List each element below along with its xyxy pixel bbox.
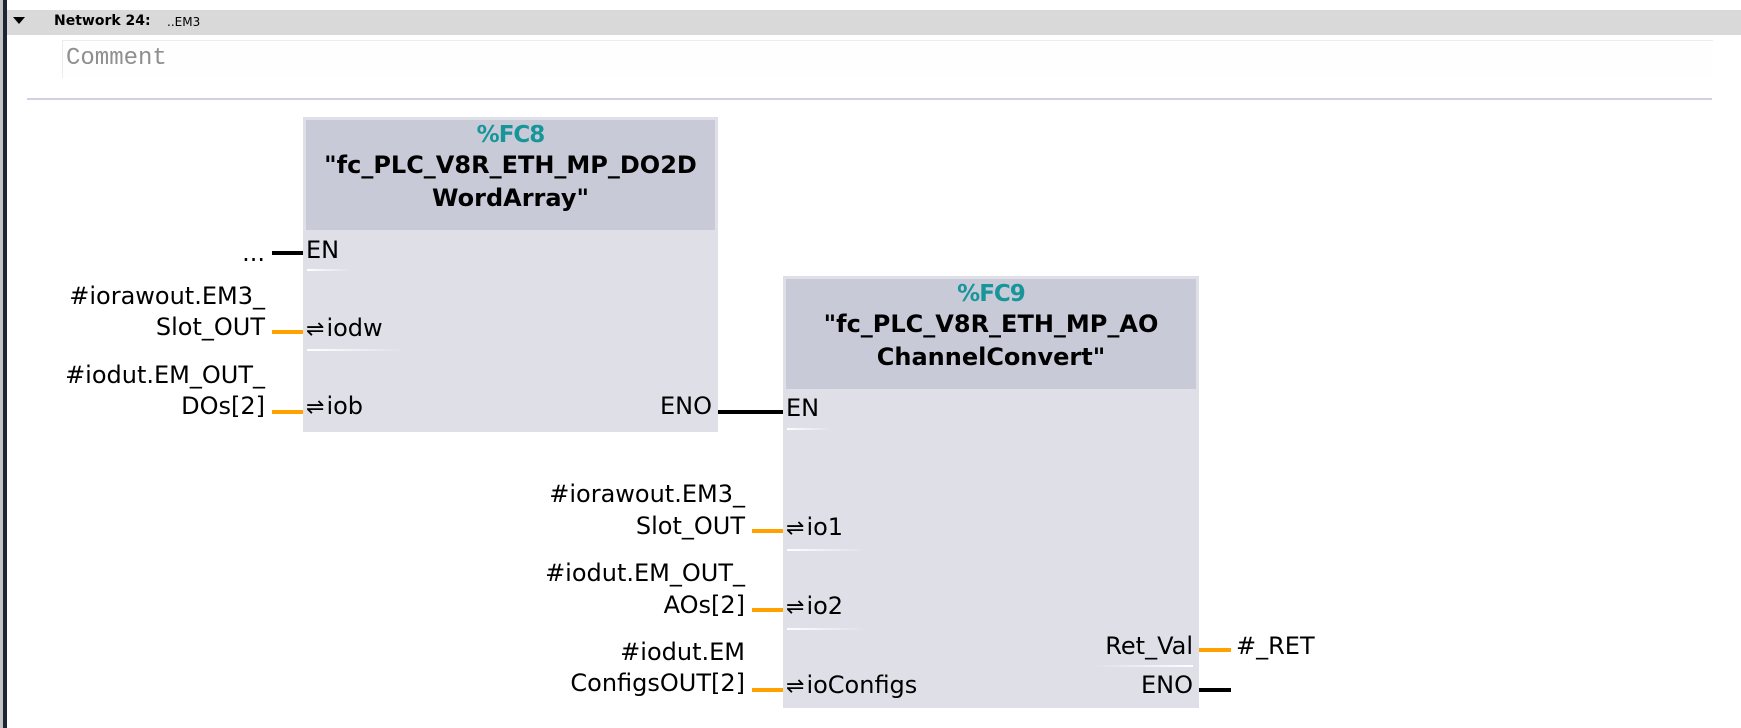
fc9-pin-retval-underline — [1093, 665, 1193, 667]
fc8-pin-iodw-label: iodw — [326, 314, 383, 342]
fc8-iob-operand-line1[interactable]: #iodut.EM_OUT_ — [65, 361, 265, 389]
fc9-retval-operand[interactable]: #_RET — [1236, 632, 1315, 660]
comment-placeholder: Comment — [66, 45, 167, 72]
fc9-name-line2: ChannelConvert" — [876, 343, 1106, 371]
fc8-iodw-wire[interactable] — [272, 330, 303, 334]
network-title: Network 24: — [54, 13, 151, 29]
fc9-block-header: %FC9 "fc_PLC_V8R_ETH_MP_AO ChannelConver… — [786, 279, 1196, 389]
inout-icon: ⇌ — [786, 516, 805, 541]
network-comment-field[interactable]: Comment — [62, 40, 1713, 78]
fc8-iodw-operand-line1[interactable]: #iorawout.EM3_ — [69, 282, 265, 310]
fc9-io2-operand-line1[interactable]: #iodut.EM_OUT_ — [545, 559, 745, 587]
collapse-triangle-icon[interactable] — [13, 17, 25, 24]
fc9-ioconfigs-operand-line2[interactable]: ConfigsOUT[2] — [570, 669, 745, 697]
fc8-pin-en[interactable]: EN — [306, 236, 340, 264]
fc9-io1-operand-line1[interactable]: #iorawout.EM3_ — [549, 480, 745, 508]
editor-left-border — [0, 0, 3, 728]
fc9-pin-io2-underline — [787, 628, 867, 630]
fc9-pin-io2[interactable]: ⇌io2 — [786, 592, 843, 622]
fc8-pin-iodw[interactable]: ⇌iodw — [306, 314, 383, 344]
fc9-pin-io1-underline — [787, 549, 867, 551]
fc9-eno-wire[interactable] — [1199, 688, 1231, 692]
fc8-eno-to-fc9-en-wire[interactable] — [718, 410, 783, 414]
fc8-pin-eno[interactable]: ENO — [659, 392, 712, 420]
fc9-ioconfigs-wire[interactable] — [752, 688, 783, 692]
fc9-pin-en[interactable]: EN — [786, 394, 820, 422]
fc9-pin-ioconfigs-label: ioConfigs — [806, 671, 918, 699]
fc9-block[interactable]: %FC9 "fc_PLC_V8R_ETH_MP_AO ChannelConver… — [783, 276, 1199, 708]
fc8-iob-operand-line2[interactable]: DOs[2] — [181, 392, 265, 420]
fc8-name-line2: WordArray" — [432, 184, 589, 212]
fc9-pin-io2-label: io2 — [806, 592, 844, 620]
fc8-name-line1: "fc_PLC_V8R_ETH_MP_DO2D — [324, 151, 697, 179]
inout-icon: ⇌ — [306, 317, 325, 342]
fc9-io1-wire[interactable] — [752, 529, 783, 533]
fc8-iodw-operand-line2[interactable]: Slot_OUT — [155, 313, 265, 341]
fc9-pin-en-underline — [787, 428, 832, 430]
fc8-pin-en-underline — [307, 269, 352, 271]
fc9-retval-wire[interactable] — [1199, 648, 1231, 652]
fc9-io2-wire[interactable] — [752, 608, 783, 612]
fc8-pin-iodw-underline — [307, 349, 407, 351]
fc8-block[interactable]: %FC8 "fc_PLC_V8R_ETH_MP_DO2D WordArray" … — [303, 117, 718, 432]
fc9-address: %FC9 — [957, 281, 1026, 307]
network-name[interactable]: ..EM3 — [167, 15, 201, 29]
fc9-pin-io1[interactable]: ⇌io1 — [786, 513, 843, 543]
inout-icon: ⇌ — [306, 395, 325, 420]
fc9-pin-ioconfigs[interactable]: ⇌ioConfigs — [786, 671, 917, 701]
fc9-io1-operand-line2[interactable]: Slot_OUT — [635, 512, 745, 540]
fc9-ioconfigs-operand-line1[interactable]: #iodut.EM — [620, 638, 745, 666]
fc8-address: %FC8 — [476, 122, 546, 148]
editor-left-margin — [3, 0, 7, 728]
fc8-block-header: %FC8 "fc_PLC_V8R_ETH_MP_DO2D WordArray" — [306, 120, 715, 230]
fc8-en-operand[interactable]: ... — [242, 239, 265, 267]
fc8-pin-iob-label: iob — [326, 392, 364, 420]
fc8-en-wire[interactable] — [272, 251, 303, 255]
fc9-name-line1: "fc_PLC_V8R_ETH_MP_AO — [823, 310, 1159, 338]
fc9-pin-eno[interactable]: ENO — [1140, 671, 1193, 699]
fc8-iob-wire[interactable] — [272, 410, 303, 414]
fc9-pin-retval[interactable]: Ret_Val — [1105, 632, 1193, 660]
inout-icon: ⇌ — [786, 595, 805, 620]
network-header[interactable]: Network 24: ..EM3 — [7, 10, 1741, 35]
network-separator — [27, 98, 1712, 100]
fc8-pin-iob[interactable]: ⇌iob — [306, 392, 363, 422]
fc9-io2-operand-line2[interactable]: AOs[2] — [663, 591, 745, 619]
fc9-pin-io1-label: io1 — [806, 513, 844, 541]
inout-icon: ⇌ — [786, 674, 805, 699]
